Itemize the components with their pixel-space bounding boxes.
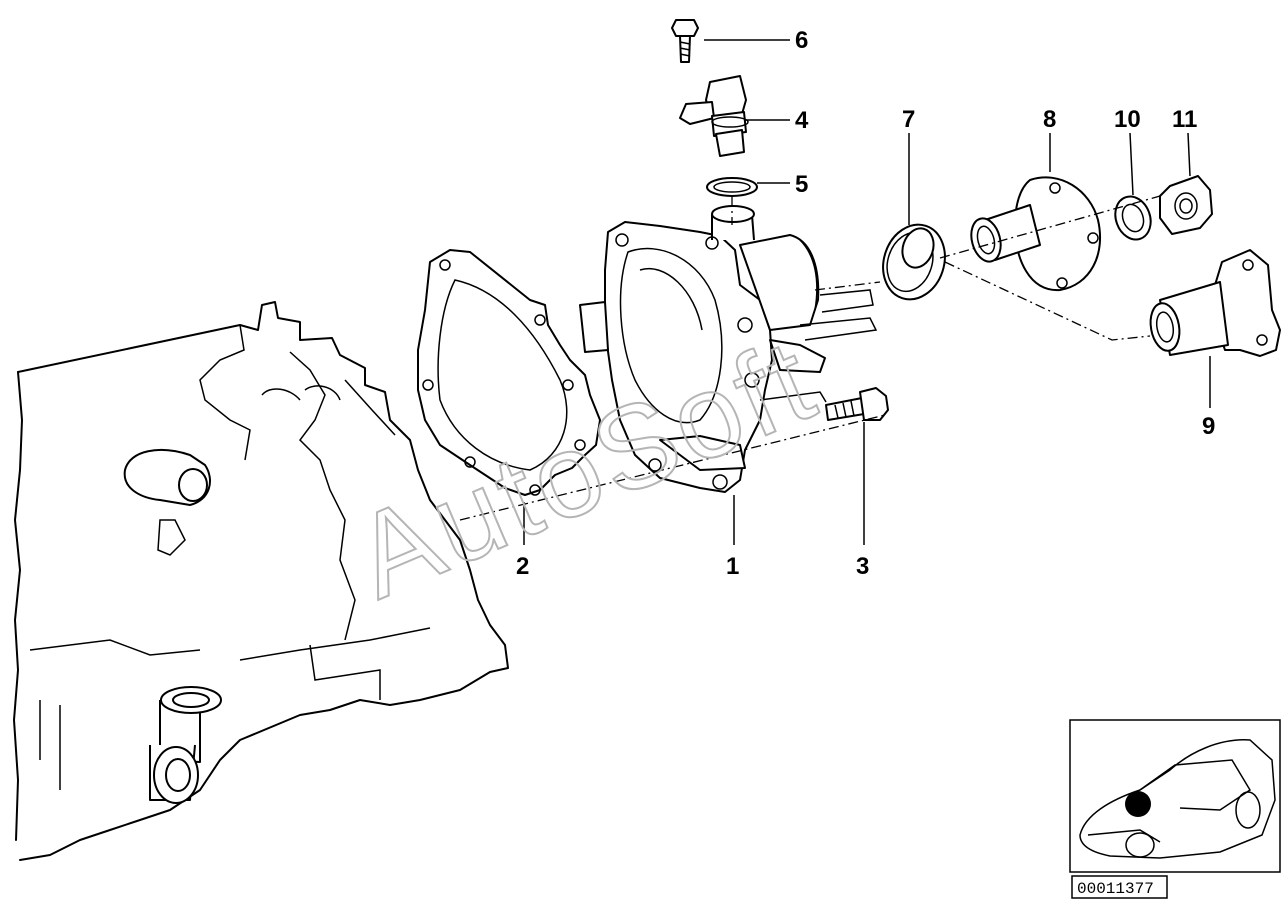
part-8-output-flange: [970, 176, 1102, 292]
callout-2: 2: [516, 553, 529, 580]
callout-8: 8: [1043, 106, 1056, 133]
part-5-o-ring: [706, 177, 758, 197]
part-7-shaft-seal: [882, 223, 946, 301]
callout-10: 10: [1114, 106, 1141, 133]
part-9-alt-flange: [1149, 249, 1281, 357]
callout-11: 11: [1172, 106, 1197, 133]
car-silhouette: [1079, 739, 1276, 859]
part-3-bolt: [825, 387, 889, 421]
callout-3: 3: [856, 553, 869, 580]
part-2-gasket: [417, 249, 601, 496]
callout-labels: 6 4 5 7 8 10 11 9 2 1 3: [516, 27, 1215, 580]
callout-4: 4: [795, 107, 809, 134]
callout-9: 9: [1202, 413, 1215, 440]
location-marker: [1125, 791, 1151, 817]
assembly-axes: [459, 195, 1161, 521]
watermark: AutoSoft: [337, 313, 835, 624]
part-1-output-housing: [579, 205, 878, 493]
part-4-speed-sensor: [679, 75, 749, 157]
callout-6: 6: [795, 27, 808, 54]
part-10-washer: [1114, 195, 1152, 241]
callout-1: 1: [726, 553, 739, 580]
callout-7: 7: [902, 106, 915, 133]
transmission-housing: [13, 301, 509, 861]
catalog-number: 00011377: [1077, 880, 1154, 898]
car-locator-inset: 00011377: [1069, 719, 1281, 899]
part-11-collar-nut: [1159, 175, 1213, 235]
part-6-screw: [671, 19, 699, 63]
callout-5: 5: [795, 171, 808, 198]
leader-lines: [523, 39, 1211, 545]
